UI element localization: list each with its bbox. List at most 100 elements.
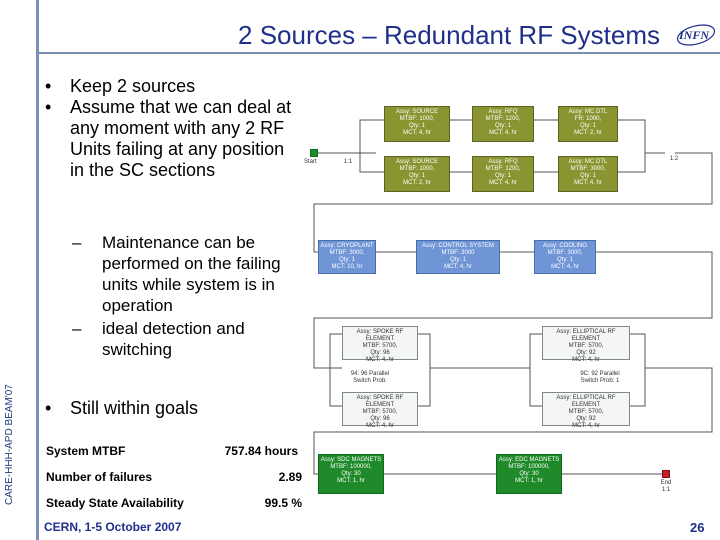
spoke-rf-block: Assy: SPOKE RF ELEMENT MTBF: 5700, Qty: … [342, 326, 418, 363]
block-line: Qty: 1 [579, 173, 596, 179]
block-line: MTBF: 100000, [330, 464, 372, 470]
bullet-item: Assume that we can deal at any moment wi… [45, 97, 295, 181]
sub-bullets: Maintenance can be performed on the fail… [72, 232, 302, 362]
parallel-line: Switch Prob: 1 [580, 378, 620, 384]
rfq-block: Assy: RFQ MTBF: 1200, Qty: 1 MCT: 4, hr [472, 106, 534, 142]
block-line: MTBF: 5700, [568, 343, 604, 349]
block-line: Assy: SOURCE [395, 159, 438, 165]
block-line: MCT: 4, hr [572, 357, 600, 363]
block-line: MCT: 10, hr [331, 264, 363, 270]
parallel-line: 9C: 92 Parallel [580, 371, 620, 377]
end-ratio: 1:2 [669, 156, 679, 162]
block-line: MTBF: 5700, [362, 343, 398, 349]
block-line: Qty: 92 [576, 416, 596, 422]
block-line: Qty: 1 [579, 123, 596, 129]
source-block: Assy: SOURCE MTBF: 1000, Qty: 1 MCT: 4, … [384, 106, 450, 142]
block-line: MTBF: 3000, [329, 250, 365, 256]
sub-bullet-item: Maintenance can be performed on the fail… [72, 232, 302, 316]
block-line: MCT: 4, hr [489, 180, 517, 186]
block-line: MCT: 4, hr [551, 264, 579, 270]
block-line: MTBF: 100000, [508, 464, 550, 470]
diagram-connectors [313, 119, 713, 475]
block-line: Assy: ELLIPTICAL RF ELEMENT [556, 329, 616, 342]
logo-text: INFN [678, 28, 710, 42]
block-line: Assy: CRYOPLANT [320, 243, 374, 249]
block-line: MCT: 4, hr [574, 180, 602, 186]
start-ratio: 1:1 [343, 159, 353, 165]
table-row: System MTBF 757.84 hours [40, 440, 310, 466]
side-divider [36, 0, 39, 540]
block-line: Qty: 96 [370, 416, 390, 422]
block-line: MTBF: 5700, [568, 409, 604, 415]
block-line: Qty: 30 [519, 471, 539, 477]
block-line: Qty: 92 [576, 350, 596, 356]
stat-label: Number of failures [46, 470, 153, 484]
spoke-parallel-label: 94: 96 Parallel Switch Prob: [340, 371, 400, 385]
parallel-line: Switch Prob: [353, 378, 387, 384]
block-line: Assy: MC DTL [568, 159, 608, 165]
block-line: MTBF: 1200, [485, 116, 521, 122]
page-number: 26 [690, 520, 705, 535]
table-row: Steady State Availability 99.5 % [40, 492, 310, 518]
block-line: MTBF: 1000, [399, 166, 435, 172]
elliptical-rf-block: Assy: ELLIPTICAL RF ELEMENT MTBF: 5700, … [542, 392, 630, 429]
stat-value: 99.5 % [264, 496, 302, 510]
block-line: Qty: 1 [408, 173, 425, 179]
block-line: MCT: 4, hr [489, 130, 517, 136]
block-line: Qty: 96 [370, 350, 390, 356]
block-line: Assy: SDC MAGNETS [320, 457, 382, 463]
results-table: System MTBF 757.84 hours Number of failu… [40, 440, 310, 518]
block-line: MTBF: 5700, [362, 409, 398, 415]
side-stripe [0, 0, 36, 540]
block-line: Assy: ELLIPTICAL RF ELEMENT [556, 395, 616, 408]
bullet-item: Still within goals [45, 398, 198, 419]
start-label: Start [304, 159, 317, 165]
sdc-magnets-block: Assy: SDC MAGNETS MTBF: 100000, Qty: 30 … [318, 454, 384, 494]
block-line: Qty: 1 [494, 123, 511, 129]
block-line: Qty: 1 [338, 257, 355, 263]
block-line: Assy: COOLING [542, 243, 587, 249]
block-line: Assy: SOURCE [395, 109, 438, 115]
block-line: Assy: CONTROL SYSTEM [422, 243, 494, 249]
block-line: Assy: MC DTL [568, 109, 608, 115]
end-label: End [660, 480, 672, 486]
block-line: MCT: 4, hr [444, 264, 472, 270]
stat-value: 2.89 [278, 470, 302, 484]
block-line: Qty: 1 [556, 257, 573, 263]
table-row: Number of failures 2.89 [40, 466, 310, 492]
stat-label: System MTBF [46, 444, 126, 458]
block-line: MCT: 2, hr [403, 180, 431, 186]
block-line: MCT: 4, hr [403, 130, 431, 136]
elliptical-parallel-label: 9C: 92 Parallel Switch Prob: 1 [570, 371, 630, 385]
cooling-block: Assy: COOLING MTBF: 3000, Qty: 1 MCT: 4,… [534, 240, 596, 274]
slide-title: 2 Sources – Redundant RF Systems [238, 20, 660, 50]
dtl-block: Assy: MC DTL MTBF: 3000, Qty: 1 MCT: 4, … [558, 156, 618, 192]
block-line: MTBF: 3000, [547, 250, 583, 256]
parallel-line: 94: 96 Parallel [350, 371, 390, 377]
dtl-block: Assy: MC DTL FR: 1000, Qty: 1 MCT: 2, hr [558, 106, 618, 142]
end-ratio-2: 1:1 [661, 487, 671, 493]
title-underline [36, 52, 720, 54]
block-line: Assy: SPOKE RF ELEMENT [356, 329, 404, 342]
block-line: Assy: SPOKE RF ELEMENT [356, 395, 404, 408]
infn-logo: INFN [676, 24, 716, 46]
block-line: MTBF: 1200, [485, 166, 521, 172]
source-block: Assy: SOURCE MTBF: 1000, Qty: 1 MCT: 2, … [384, 156, 450, 192]
block-line: Qty: 1 [449, 257, 466, 263]
block-line: Assy: RFQ [488, 159, 518, 165]
block-line: Qty: 1 [494, 173, 511, 179]
footer-event: CERN, 1-5 October 2007 [44, 520, 182, 534]
elliptical-rf-block: Assy: ELLIPTICAL RF ELEMENT MTBF: 5700, … [542, 326, 630, 363]
block-line: MTBF: 3000, [570, 166, 606, 172]
main-bullets: Keep 2 sources Assume that we can deal a… [45, 76, 295, 181]
reliability-block-diagram: Start 1:1 1:2 Assy: SOURCE MTBF: 1000, Q… [300, 96, 720, 526]
block-line: Assy: RFQ [488, 109, 518, 115]
stat-label: Steady State Availability [46, 496, 184, 510]
block-line: Qty: 30 [341, 471, 361, 477]
sub-bullet-item: ideal detection and switching [72, 318, 302, 360]
control-system-block: Assy: CONTROL SYSTEM MTBF: 3000 Qty: 1 M… [416, 240, 500, 274]
bullet-item: Keep 2 sources [45, 76, 295, 97]
block-line: MCT: 4, hr [366, 357, 394, 363]
block-line: Qty: 1 [408, 123, 425, 129]
block-line: MCT: 4, hr [366, 423, 394, 429]
